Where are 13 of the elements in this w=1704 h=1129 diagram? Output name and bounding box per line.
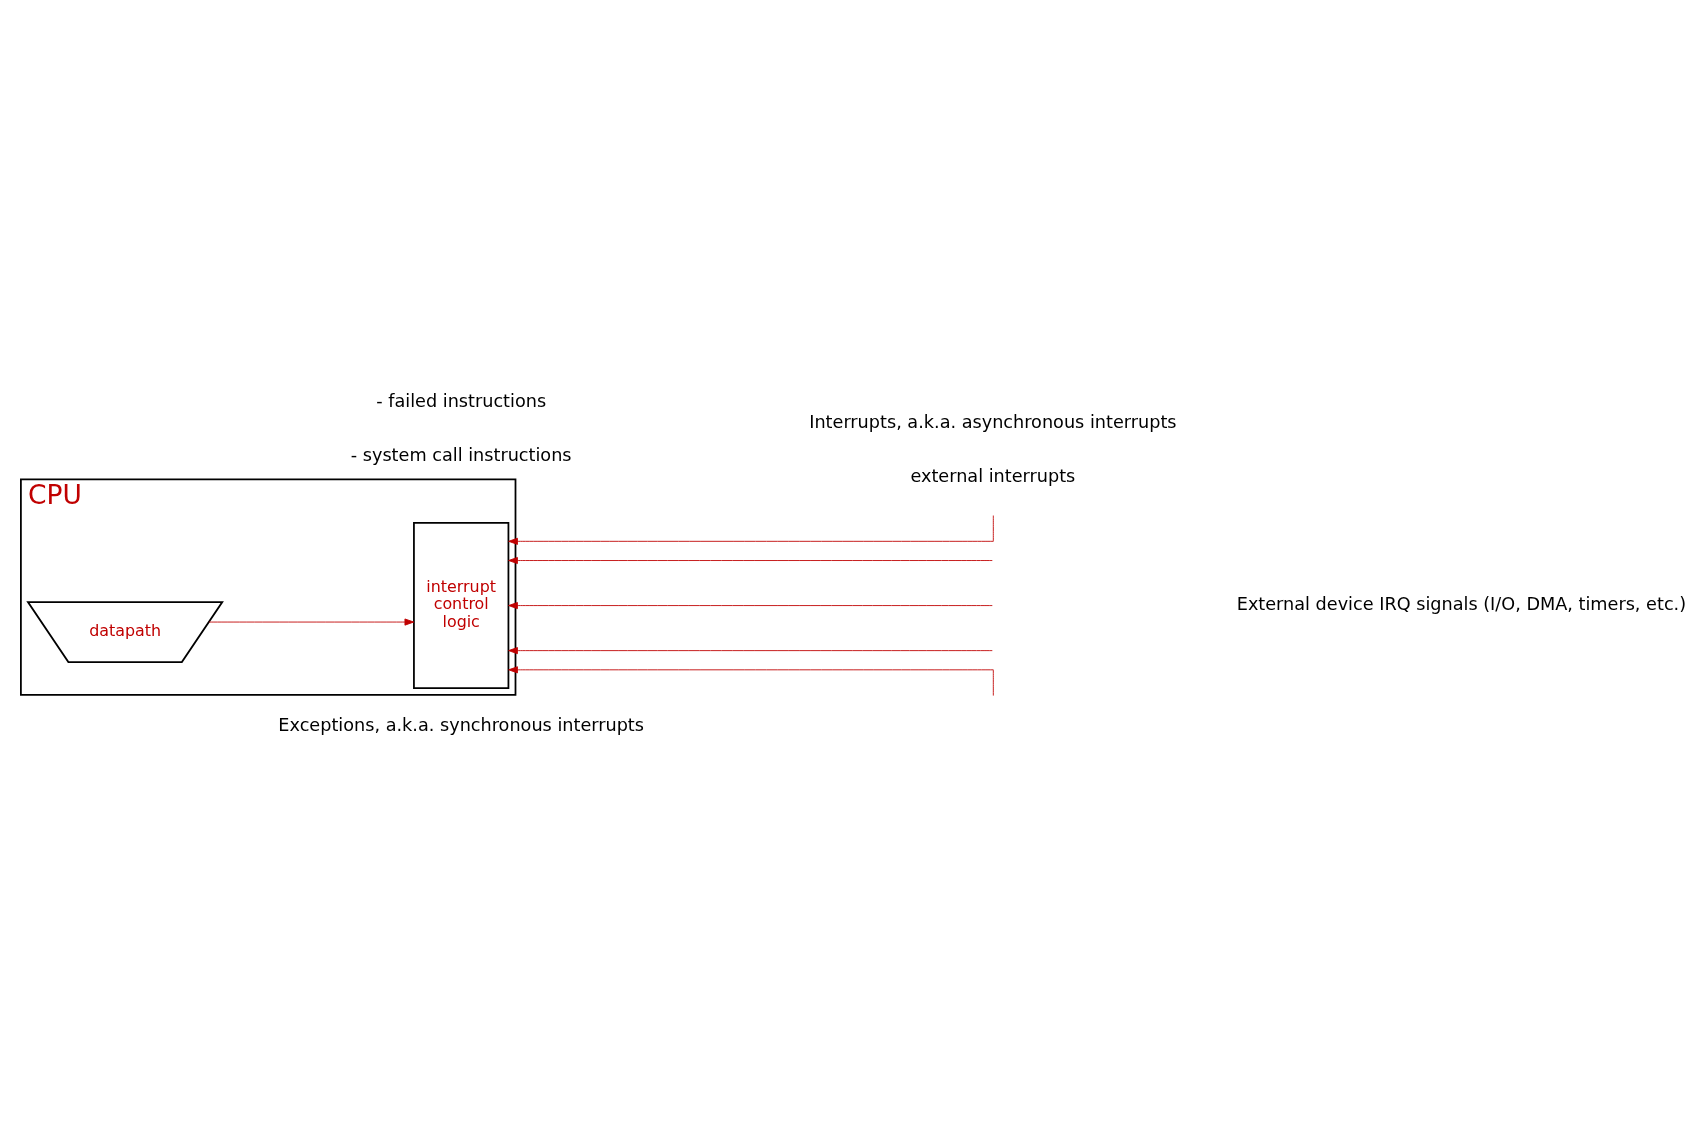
arrow [508, 602, 993, 610]
arrow [208, 618, 415, 626]
label: External device IRQ signals (I/O, DMA, timers, etc.) [1236, 593, 1687, 614]
label: external interrupts [910, 465, 1076, 486]
arrow [508, 666, 994, 697]
arrow [508, 557, 993, 565]
label: Exceptions, a.k.a. synchronous interrupts [278, 714, 645, 735]
label: Interrupts, a.k.a. asynchronous interrupts [809, 412, 1177, 433]
label: - system call instructions [350, 444, 572, 465]
arrow [508, 515, 994, 545]
label: - failed instructions [376, 390, 547, 411]
node-box: interrupt control logic [413, 522, 510, 690]
arrow [508, 647, 993, 655]
